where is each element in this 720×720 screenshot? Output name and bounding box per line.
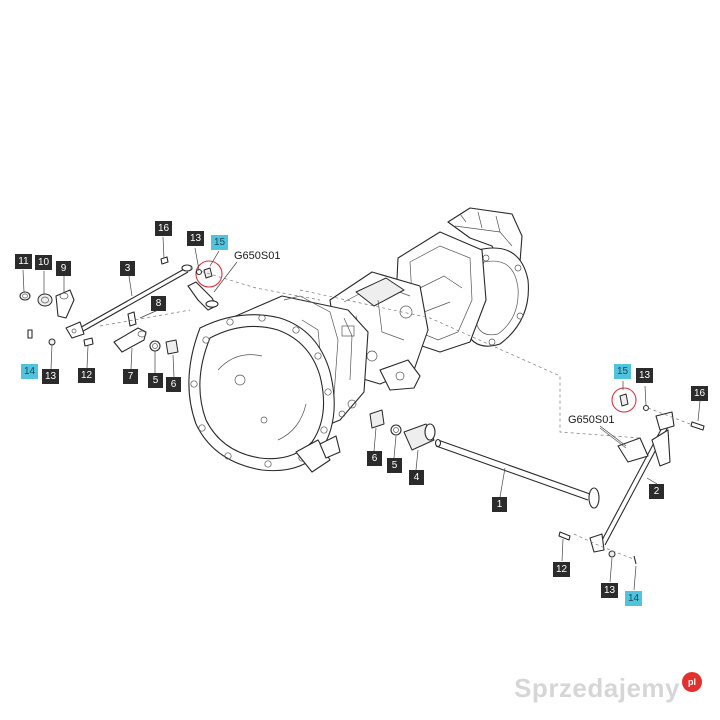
washer-11 [19, 291, 31, 301]
svg-text:1: 1 [497, 499, 503, 510]
svg-text:8: 8 [156, 298, 162, 309]
part-label: 16 [155, 221, 172, 236]
svg-text:3: 3 [125, 263, 131, 274]
part-label: 15 [614, 364, 631, 379]
pin-12-right [558, 531, 571, 541]
ball-13-lower-right [608, 550, 616, 558]
part-label: 8 [151, 296, 166, 311]
part-label: 15 [211, 235, 228, 250]
part-label: 3 [120, 261, 135, 276]
ball-13-right [642, 404, 650, 412]
part-label: 13 [187, 231, 204, 246]
pin-16 [160, 256, 169, 265]
part-label: 13 [636, 368, 653, 383]
part-label: 6 [166, 377, 181, 392]
svg-text:15: 15 [214, 237, 226, 248]
bushing-6-left [165, 339, 179, 355]
part-label: 9 [56, 261, 71, 276]
watermark-badge-icon: pl [682, 671, 702, 692]
leader-lines [22, 236, 701, 591]
svg-text:11: 11 [18, 256, 29, 267]
part-label: 6 [367, 451, 382, 466]
part-label: 2 [649, 484, 664, 499]
part-label: 11 [15, 254, 32, 269]
pin-lower [27, 329, 33, 339]
part-label: 12 [553, 562, 570, 577]
part-label: 13 [42, 369, 59, 384]
center-parts-group [369, 409, 436, 451]
bushing-10 [37, 293, 53, 307]
shift-rod-3 [75, 267, 187, 331]
o-ring-5-left [149, 340, 161, 352]
highlight-circle [195, 260, 223, 288]
lever-9 [55, 289, 75, 319]
svg-text:10: 10 [38, 257, 50, 268]
pin-8 [127, 311, 137, 327]
svg-text:4: 4 [414, 472, 420, 483]
highlight-circle-right [611, 387, 637, 413]
part-label: 4 [409, 470, 424, 485]
ref-code-right: G650S01 [568, 414, 614, 426]
part-label: 10 [35, 255, 52, 270]
svg-text:7: 7 [128, 371, 134, 382]
lever-7 [113, 327, 147, 353]
svg-text:12: 12 [81, 370, 93, 381]
part-label: 12 [78, 368, 95, 383]
svg-text:16: 16 [694, 388, 706, 399]
shaft-1 [434, 438, 600, 509]
svg-text:13: 13 [190, 233, 202, 244]
svg-text:6: 6 [372, 453, 378, 464]
ball-lower-13 [48, 338, 56, 346]
part-label: 16 [691, 386, 708, 401]
left-linkage-group [19, 256, 321, 355]
bushing-6-center [369, 409, 385, 429]
part-label: 13 [601, 583, 618, 598]
pin-16-right [690, 421, 705, 431]
svg-text:2: 2 [654, 486, 660, 497]
svg-text:13: 13 [45, 371, 57, 382]
part-label: 14 [625, 591, 642, 606]
o-ring-5-center [390, 424, 402, 436]
svg-text:6: 6 [171, 379, 177, 390]
transmission-housing [188, 207, 529, 473]
svg-text:14: 14 [24, 366, 36, 377]
roll-pin-15 [203, 267, 213, 279]
svg-text:12: 12 [556, 564, 568, 575]
svg-text:16: 16 [158, 223, 170, 234]
svg-text:14: 14 [628, 593, 640, 604]
roll-pin-15-right [619, 393, 629, 407]
part-label: 5 [387, 458, 402, 473]
part-label: 7 [123, 369, 138, 384]
watermark: Sprzedajemy pl [514, 671, 702, 704]
roll-pin-14-right [633, 555, 637, 565]
part-label: 5 [148, 373, 163, 388]
svg-text:13: 13 [604, 585, 616, 596]
part-label: 1 [492, 497, 507, 512]
svg-text:5: 5 [153, 375, 159, 386]
right-linkage-group [299, 289, 705, 565]
watermark-text: Sprzedajemy [514, 673, 680, 703]
svg-text:9: 9 [61, 263, 67, 274]
svg-text:13: 13 [639, 370, 651, 381]
ref-code-left: G650S01 [234, 250, 280, 262]
pin-12 [83, 337, 94, 347]
svg-text:5: 5 [392, 460, 398, 471]
part-label: 14 [21, 364, 38, 379]
svg-text:15: 15 [617, 366, 629, 377]
